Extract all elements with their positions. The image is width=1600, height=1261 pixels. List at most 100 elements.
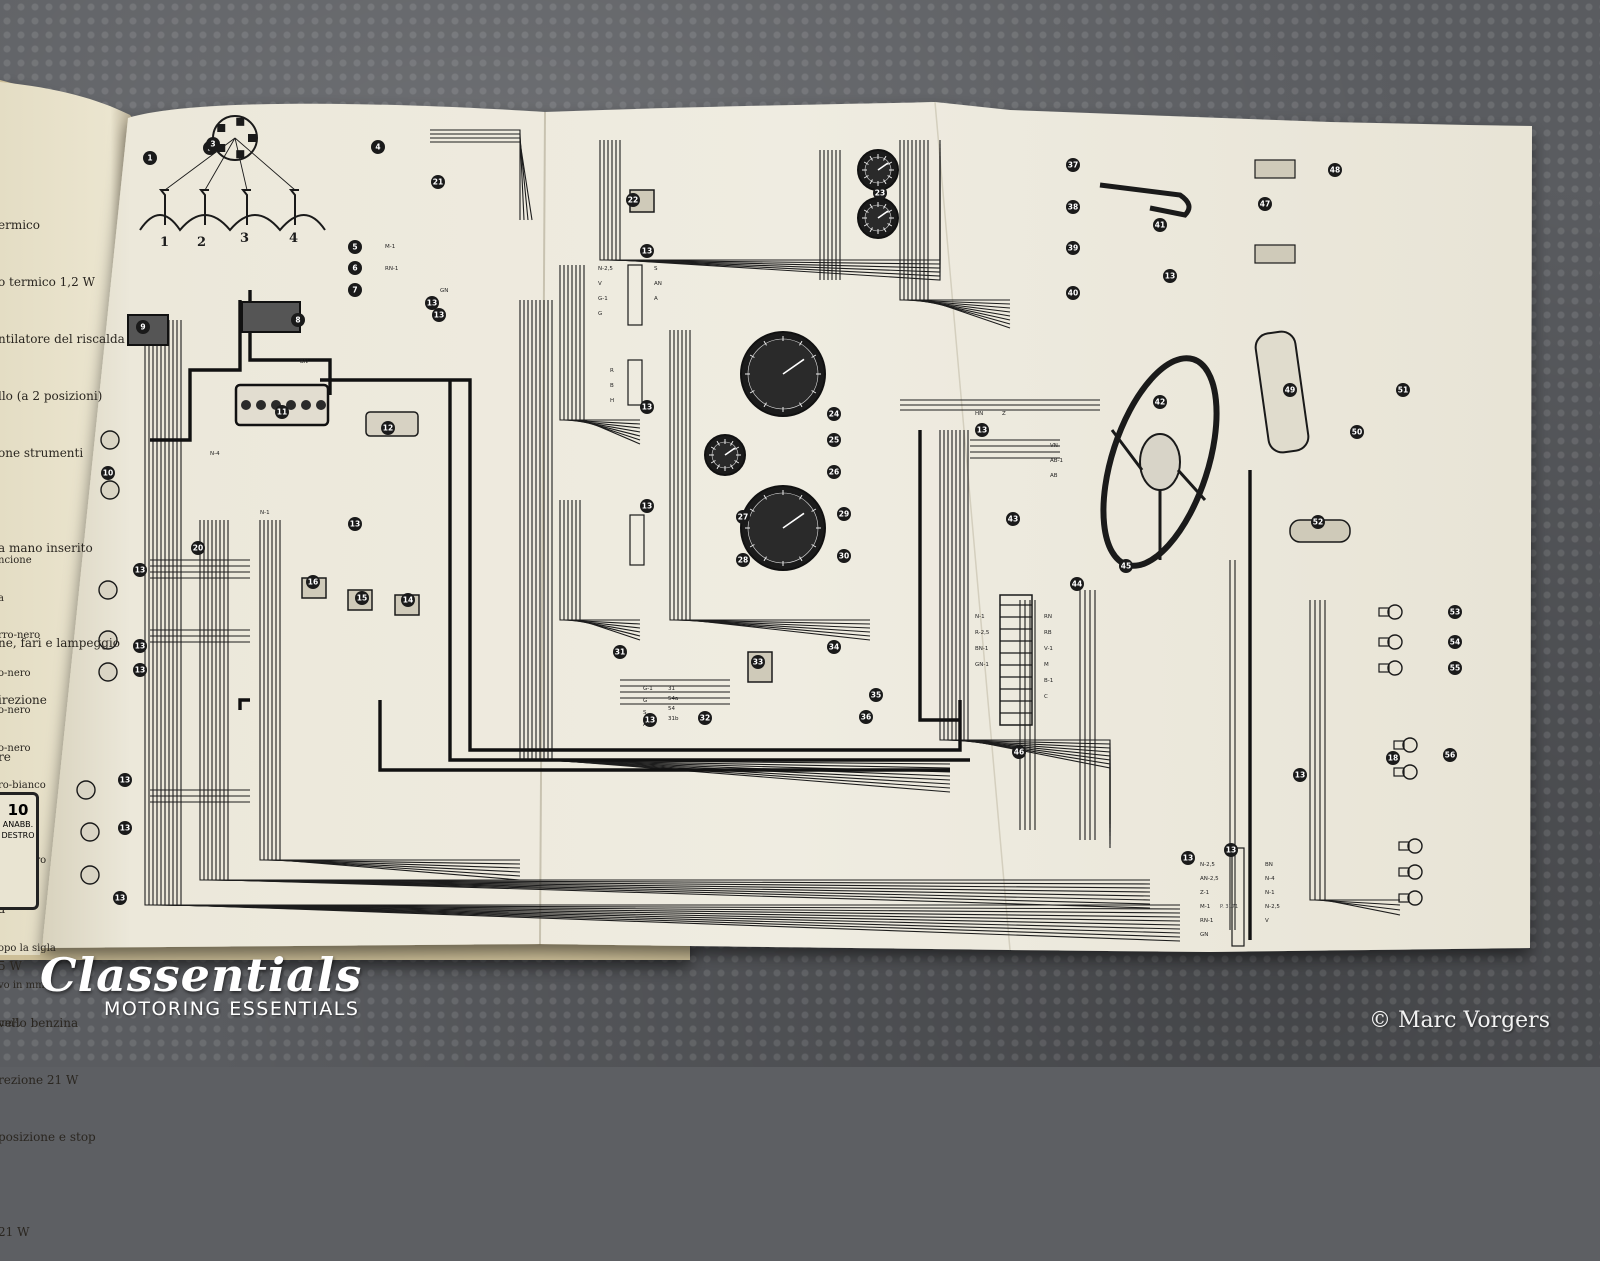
wire <box>263 520 521 865</box>
dial-tick <box>730 464 734 470</box>
legend-line: llo (a 2 posizioni) <box>0 389 103 403</box>
fold-line <box>539 111 546 945</box>
dial-tick <box>883 227 887 233</box>
component-badge <box>425 296 439 310</box>
wire <box>152 320 1181 914</box>
component-badge <box>1181 851 1195 865</box>
component-number: 6 <box>352 264 357 273</box>
wire <box>211 520 1151 893</box>
wire-code: GN <box>1200 932 1208 938</box>
wire <box>579 265 641 441</box>
wire <box>279 520 521 881</box>
component-badge <box>827 640 841 654</box>
component-badge <box>1386 751 1400 765</box>
legend-line: posizione e stop <box>0 1130 96 1144</box>
component-number: 52 <box>1313 518 1323 527</box>
component-number: 53 <box>1450 608 1460 617</box>
wire-code: RN <box>1044 614 1052 620</box>
component-number: 1 <box>147 154 152 163</box>
bulb-socket <box>1393 767 1405 777</box>
lamp <box>80 822 100 842</box>
component-number: 33 <box>753 658 763 667</box>
wire <box>207 520 1151 889</box>
component-badge <box>371 140 385 154</box>
component-number: 31 <box>615 648 625 657</box>
wire-code: N-2,5 <box>598 266 613 272</box>
wire-code: S <box>654 266 658 272</box>
dial-needle <box>877 210 889 219</box>
component-badge <box>133 563 147 577</box>
bulb-socket <box>1378 637 1390 647</box>
component-badge <box>206 137 220 151</box>
wire <box>919 140 1011 321</box>
wire-code: N-4 <box>210 451 220 457</box>
dial-tick <box>749 390 755 394</box>
steering-spoke <box>1110 429 1207 560</box>
legend-line: one strumenti <box>0 446 84 460</box>
lamp <box>98 630 118 650</box>
component-number: 51 <box>1398 386 1408 395</box>
page-tab-label: DESTRO <box>1 831 35 840</box>
component-badge <box>348 240 362 254</box>
component-badge <box>118 821 132 835</box>
component-badge <box>1119 559 1133 573</box>
component-badge <box>348 261 362 275</box>
wire <box>164 320 1181 926</box>
dial-needle <box>782 358 805 375</box>
wire <box>677 330 871 629</box>
component-number: 13 <box>115 894 125 903</box>
heavy-wire-harness <box>150 290 1252 940</box>
wire-code: N-2,5 <box>1200 862 1215 868</box>
dial-tick <box>716 440 720 446</box>
wire <box>563 265 641 425</box>
component-number: 23 <box>875 189 885 198</box>
wire <box>275 520 521 877</box>
component-number: 20 <box>193 544 203 553</box>
wire-code: BN <box>1265 862 1273 868</box>
wire <box>911 140 1011 313</box>
component-number: 9 <box>140 323 145 332</box>
component-badge <box>869 688 883 702</box>
wire-code: M <box>1044 662 1049 668</box>
component-number: 45 <box>1121 562 1131 571</box>
component-number: 27 <box>738 513 748 522</box>
component-badge <box>1448 635 1462 649</box>
bulb-socket <box>1398 867 1410 877</box>
component-badge <box>1258 197 1272 211</box>
cylinder-label: 2 <box>197 235 206 250</box>
wire-code: RN-1 <box>385 266 398 272</box>
component-number: 4 <box>375 143 380 152</box>
bulb <box>1402 737 1418 753</box>
wire <box>430 141 533 221</box>
watermark-logo: Classentials MOTORING ESSENTIALS <box>40 948 362 1020</box>
legend-line: o-nero <box>0 742 31 754</box>
wire-code: AB <box>1050 473 1058 479</box>
handbrake-lever <box>1099 182 1192 218</box>
component-badge <box>1448 605 1462 619</box>
dial-tick <box>799 340 803 346</box>
component-number: 40 <box>1068 289 1078 298</box>
legend-line: o termico 1,2 W <box>0 275 95 289</box>
wire-code: B-1 <box>1044 678 1053 684</box>
component-badge <box>1066 286 1080 300</box>
component-badge <box>401 593 415 607</box>
heavy-wire <box>238 698 250 710</box>
heavy-wire <box>378 700 950 772</box>
legend-line: 21 W <box>0 1225 30 1239</box>
wire <box>571 500 641 633</box>
component-number: 32 <box>700 714 710 723</box>
component-badge <box>1070 577 1084 591</box>
dial-tick <box>799 402 803 408</box>
wire <box>176 320 1181 938</box>
component-number: 11 <box>277 408 287 417</box>
component-badge <box>626 193 640 207</box>
dial-tick <box>763 402 767 408</box>
lamp <box>100 430 120 450</box>
legend-line: re <box>0 750 11 764</box>
component-badge <box>1163 269 1177 283</box>
wire-code: Z <box>1002 411 1006 417</box>
wire-code: VN <box>1050 443 1058 449</box>
legend-line: vello benzina <box>0 1016 79 1030</box>
wire-code: Z-1 <box>1200 890 1209 896</box>
component-number: 48 <box>1330 166 1340 175</box>
